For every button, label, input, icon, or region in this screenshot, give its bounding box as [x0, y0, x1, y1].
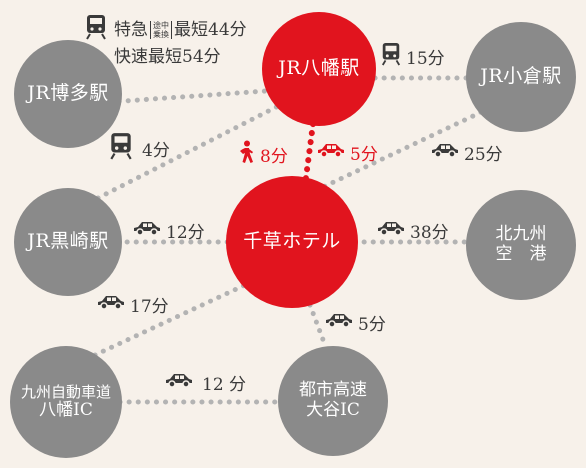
hakata-note-prefix: 特急: [114, 20, 148, 40]
line-hotel-ohtani: [307, 302, 328, 348]
line-hakata-yahata: [107, 87, 283, 105]
hakata-route-note: 特急 途中 乗換 最短44分 快速最短54分: [84, 14, 247, 68]
walk-time: 8分: [260, 147, 288, 167]
car-airport-time: 38分: [410, 223, 449, 243]
car-icon: [324, 311, 354, 334]
hakata-note-transfer-badge: 途中 乗換: [150, 21, 172, 39]
yahata-kokura-time: 15分: [406, 49, 445, 69]
airport-label-line2: 空 港: [495, 244, 547, 264]
car-icon: [316, 141, 346, 164]
hakata-station-node: JR博多駅: [14, 40, 122, 148]
car-icon: [430, 141, 460, 164]
car-ohtani-route: 5分: [324, 310, 386, 335]
airport-label-line1: 北九州: [495, 224, 547, 245]
train-icon: [380, 42, 402, 71]
car-icon: [164, 371, 194, 394]
ohtani-ic-label-line2: 大谷IC: [306, 400, 360, 420]
car-yahata-time: 5分: [350, 145, 378, 165]
hakata-note-suffix: 最短44分: [174, 20, 247, 40]
car-kurosaki-time: 12分: [166, 223, 205, 243]
line-hotel-yahataic: [92, 282, 248, 358]
line-kurosaki-yahata: [95, 97, 293, 201]
airport-node: 北九州 空 港: [466, 190, 576, 300]
train-icon: [84, 14, 108, 46]
yahata-ic-label-line2: 八幡IC: [39, 399, 93, 420]
car-icon: [376, 219, 406, 242]
yahata-station-label: JR八幡駅: [278, 57, 360, 80]
car-ic-ic-route: 12 分: [164, 370, 246, 395]
kurosaki-yahata-time: 4分: [142, 141, 170, 161]
car-yahata-route: 5分: [316, 140, 378, 165]
kokura-station-label: JR小倉駅: [480, 65, 562, 88]
hotel-node: 千草ホテル: [226, 176, 358, 308]
car-yahata-ic-route: 17分: [96, 292, 169, 317]
kurosaki-yahata-route: 4分: [108, 132, 170, 165]
yahata-kokura-route: 15分: [380, 42, 445, 71]
hotel-label: 千草ホテル: [243, 230, 341, 253]
car-icon: [96, 293, 126, 316]
car-ic-ic-time: 12 分: [202, 375, 247, 395]
car-icon: [132, 219, 162, 242]
kokura-station-node: JR小倉駅: [466, 22, 576, 132]
car-yahata-ic-time: 17分: [130, 297, 169, 317]
hakata-note-line2: 快速最短54分: [114, 47, 221, 67]
yahata-station-node: JR八幡駅: [262, 12, 376, 126]
line-yahata-hotel: [302, 121, 316, 188]
car-kokura-route: 25分: [430, 140, 503, 165]
hakata-station-label: JR博多駅: [27, 82, 109, 105]
kurosaki-station-label: JR黒崎駅: [27, 230, 109, 253]
yahata-ic-node: 九州自動車道 八幡IC: [10, 346, 122, 458]
ohtani-ic-label-line1: 都市高速: [299, 380, 367, 401]
line-kokura-hotel: [297, 105, 493, 201]
ohtani-ic-node: 都市高速 大谷IC: [278, 346, 388, 456]
yahata-ic-label-line1: 九州自動車道: [20, 382, 111, 401]
train-icon: [108, 132, 134, 165]
car-airport-route: 38分: [376, 218, 449, 243]
walk-route: 8分: [236, 140, 288, 169]
walking-person-icon: [236, 140, 256, 169]
car-kokura-time: 25分: [464, 145, 503, 165]
kurosaki-station-node: JR黒崎駅: [14, 188, 122, 296]
car-ohtani-time: 5分: [358, 315, 386, 335]
hakata-note-tiny-top: 途中: [153, 21, 169, 30]
hakata-note-tiny-bottom: 乗換: [153, 30, 169, 39]
car-kurosaki-route: 12分: [132, 218, 205, 243]
